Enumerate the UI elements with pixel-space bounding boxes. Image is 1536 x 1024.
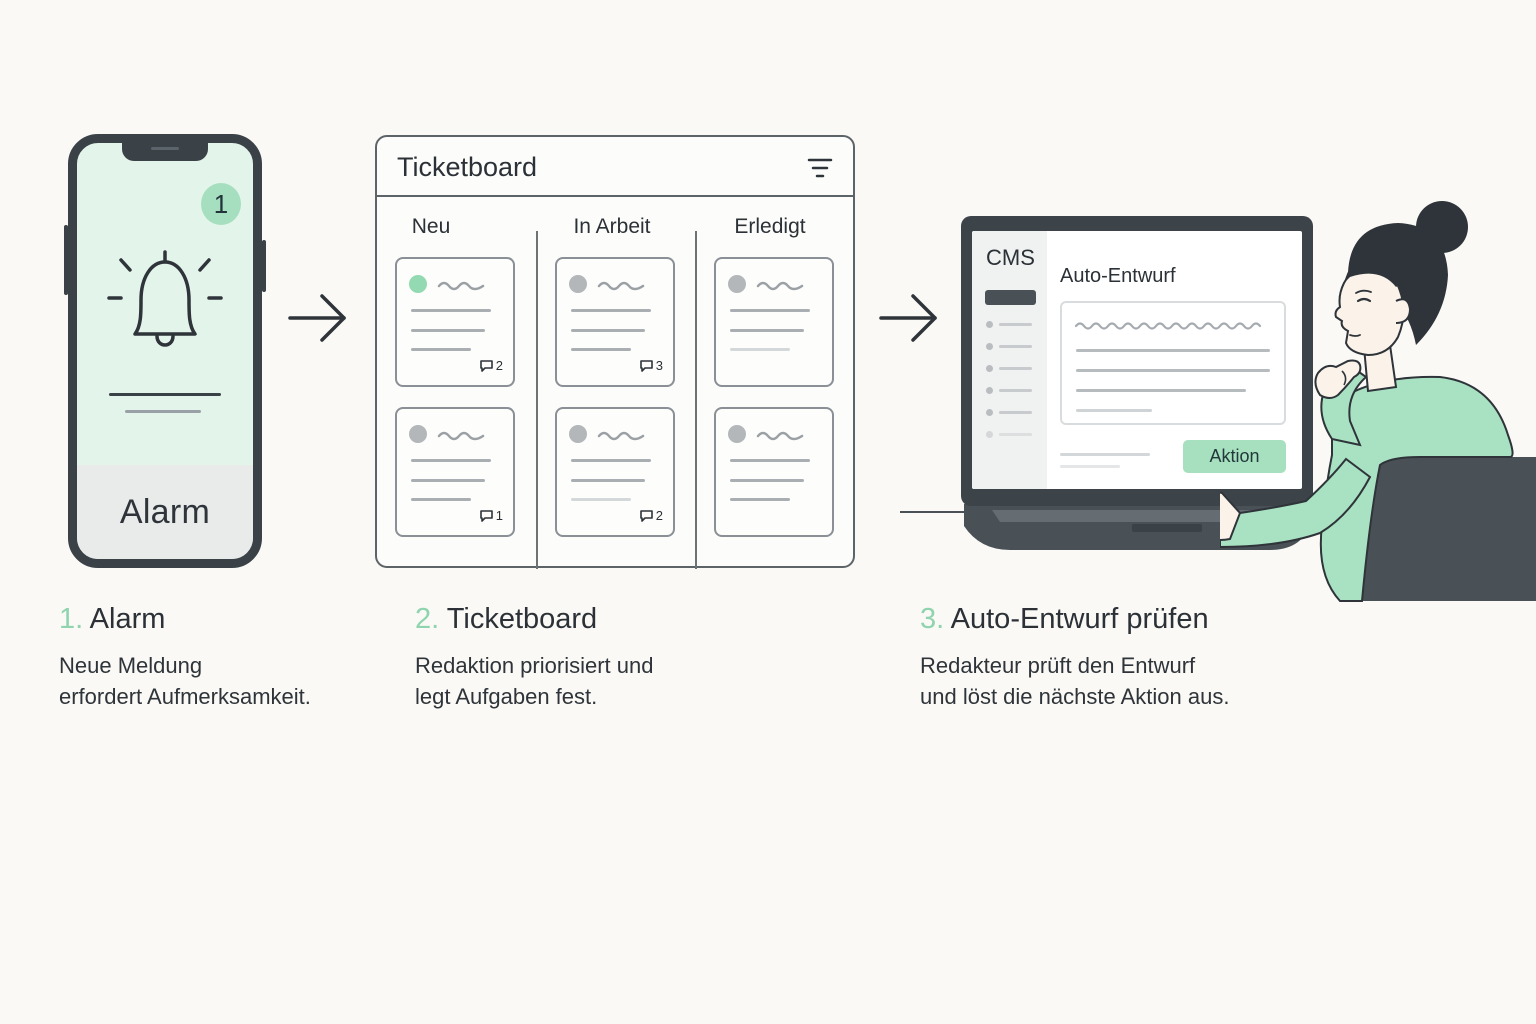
- board-header: Ticketboard: [377, 137, 853, 197]
- sidebar-item-line[interactable]: [999, 389, 1032, 392]
- phone-illustration: 1 Alarm: [68, 134, 262, 568]
- meta-line: [1060, 453, 1150, 456]
- cms-window: CMS Auto-Entwurf Aktion: [972, 231, 1302, 489]
- cms-sidebar: CMS: [972, 231, 1047, 489]
- sidebar-item-line[interactable]: [999, 411, 1032, 414]
- desk-line: [900, 511, 970, 513]
- cms-title: CMS: [986, 245, 1035, 270]
- alarm-banner: Alarm: [77, 465, 253, 559]
- priority-dot: [409, 425, 427, 443]
- phone-side-button: [262, 240, 266, 292]
- comment-icon: [639, 509, 653, 522]
- column-divider: [695, 231, 697, 569]
- squiggle-line: [756, 431, 804, 441]
- ticket-card[interactable]: 2: [395, 257, 515, 387]
- ticket-card[interactable]: 3: [555, 257, 675, 387]
- step-3-description: Redakteur prüft den Entwurf und löst die…: [920, 653, 1230, 709]
- alarm-label: Alarm: [119, 492, 211, 531]
- step-2-description: Redaktion priorisiert und legt Aufgaben …: [415, 653, 654, 709]
- squiggle-line: [756, 281, 804, 291]
- squiggle-line: [597, 431, 645, 441]
- board-title: Ticketboard: [397, 152, 538, 182]
- notification-badge: 1: [201, 183, 241, 225]
- phone-speaker: [151, 147, 179, 150]
- sidebar-item-dot: [986, 431, 993, 438]
- step-number: 1.: [59, 603, 84, 635]
- step-1-title: 1. Alarm: [59, 603, 165, 636]
- draft-editor[interactable]: [1060, 301, 1286, 425]
- ticketboard-panel: Ticketboard Neu In Arbeit Erledigt 2 3: [375, 135, 855, 569]
- comment-icon: [479, 359, 493, 372]
- squiggle-line: [437, 281, 485, 291]
- column-title-neu: Neu: [411, 215, 451, 238]
- arrow-right-icon: [288, 294, 346, 342]
- step-3-title: 3. Auto-Entwurf prüfen: [920, 603, 1209, 636]
- priority-dot: [569, 425, 587, 443]
- comment-count: 2: [639, 508, 663, 523]
- sidebar-item-line[interactable]: [999, 367, 1032, 370]
- ticket-card[interactable]: 1: [395, 407, 515, 537]
- sidebar-item-line[interactable]: [999, 433, 1032, 436]
- priority-dot: [728, 425, 746, 443]
- sidebar-item-dot: [986, 387, 993, 394]
- comment-count: 3: [639, 358, 663, 373]
- alert-text-line: [109, 393, 221, 396]
- laptop-screen: CMS Auto-Entwurf Aktion: [961, 216, 1313, 506]
- sidebar-item-line[interactable]: [999, 323, 1032, 326]
- ticket-card[interactable]: 2: [555, 407, 675, 537]
- priority-dot: [569, 275, 587, 293]
- step-title-text: Auto-Entwurf prüfen: [950, 603, 1209, 635]
- step-2-title: 2. Ticketboard: [415, 603, 597, 636]
- filter-icon[interactable]: [807, 157, 833, 179]
- sidebar-item-dot: [986, 343, 993, 350]
- phone-side-button: [64, 225, 68, 295]
- ticket-card[interactable]: [714, 407, 834, 537]
- comment-count: 1: [479, 508, 503, 523]
- comment-icon: [639, 359, 653, 372]
- sidebar-item-dot: [986, 321, 993, 328]
- comment-count: 2: [479, 358, 503, 373]
- sidebar-item-dot: [986, 409, 993, 416]
- sidebar-item-active[interactable]: [985, 290, 1036, 305]
- squiggle-line: [437, 431, 485, 441]
- squiggle-line: [597, 281, 645, 291]
- step-title-text: Ticketboard: [446, 603, 598, 635]
- priority-dot: [728, 275, 746, 293]
- step-number: 2.: [415, 603, 440, 635]
- column-divider: [536, 231, 538, 569]
- editor-person-illustration: [1220, 201, 1536, 602]
- step-title-text: Alarm: [89, 603, 166, 635]
- squiggle-line: [1074, 322, 1262, 330]
- action-button[interactable]: Aktion: [1183, 440, 1286, 473]
- step-1-description: Neue Meldung erfordert Aufmerksamkeit.: [59, 653, 311, 709]
- step-number: 3.: [920, 603, 945, 635]
- meta-line: [1060, 465, 1120, 468]
- arrow-right-icon: [879, 294, 937, 342]
- bell-icon: [107, 250, 223, 347]
- alert-text-line: [125, 410, 201, 413]
- priority-dot: [409, 275, 427, 293]
- sidebar-item-dot: [986, 365, 993, 372]
- draft-title: Auto-Entwurf: [1060, 265, 1176, 287]
- sidebar-item-line[interactable]: [999, 345, 1032, 348]
- column-title-in-arbeit: In Arbeit: [573, 215, 651, 238]
- phone-notch: [122, 143, 208, 161]
- ticket-card[interactable]: [714, 257, 834, 387]
- column-title-erledigt: Erledigt: [734, 215, 806, 238]
- comment-icon: [479, 509, 493, 522]
